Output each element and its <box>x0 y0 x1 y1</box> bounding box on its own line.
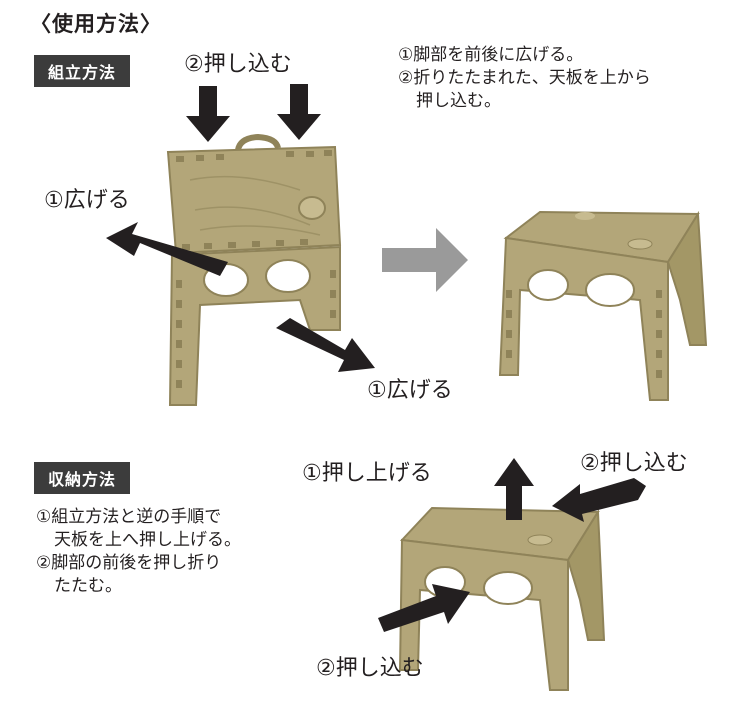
storage-step-2: ②脚部の前後を押し折り <box>36 553 222 573</box>
push-arrow-right <box>552 478 646 522</box>
assembly-spread-left-label: ①広げる <box>44 188 130 213</box>
assembly-instructions: ①脚部を前後に広げる。 ②折りたたまれた、天板を上から 押し込む。 <box>398 44 651 113</box>
storage-step-1: ①組立方法と逆の手順で <box>36 507 222 527</box>
storage-step-1-cont: 天板を上へ押し上げる。 <box>54 530 241 550</box>
storage-instructions: ①組立方法と逆の手順で 天板を上へ押し上げる。 ②脚部の前後を押し折り たたむ。 <box>36 506 241 598</box>
push-arrow-bottom <box>378 584 470 632</box>
folded-stool-image <box>166 133 342 406</box>
push-down-arrow-left <box>186 86 230 142</box>
assembly-spread-bottom-label: ①広げる <box>367 378 453 403</box>
assembly-step-2: ②折りたたまれた、天板を上から <box>398 68 651 88</box>
assembled-stool-image <box>498 210 708 401</box>
assembly-step-1: ①脚部を前後に広げる。 <box>398 45 584 65</box>
storage-badge: 収納方法 <box>34 462 131 494</box>
page-title: 〈使用方法〉 <box>30 12 162 36</box>
storage-lift-label: ①押し上げる <box>302 461 432 486</box>
assembly-step-2-cont: 押し込む。 <box>416 91 501 111</box>
storage-step-2-cont: たたむ。 <box>54 576 122 596</box>
lift-up-arrow <box>494 458 534 520</box>
push-down-arrow-right <box>277 84 321 140</box>
storage-push-bottom-label: ②押し込む <box>316 656 424 681</box>
spread-arrow-bottom <box>276 318 375 372</box>
storage-push-right-label: ②押し込む <box>580 451 688 476</box>
transition-arrow <box>382 228 468 292</box>
storage-stool-image <box>398 506 606 691</box>
assembly-badge: 組立方法 <box>34 55 131 87</box>
spread-arrow-left <box>106 222 228 276</box>
assembly-push-label: ②押し込む <box>184 52 292 77</box>
